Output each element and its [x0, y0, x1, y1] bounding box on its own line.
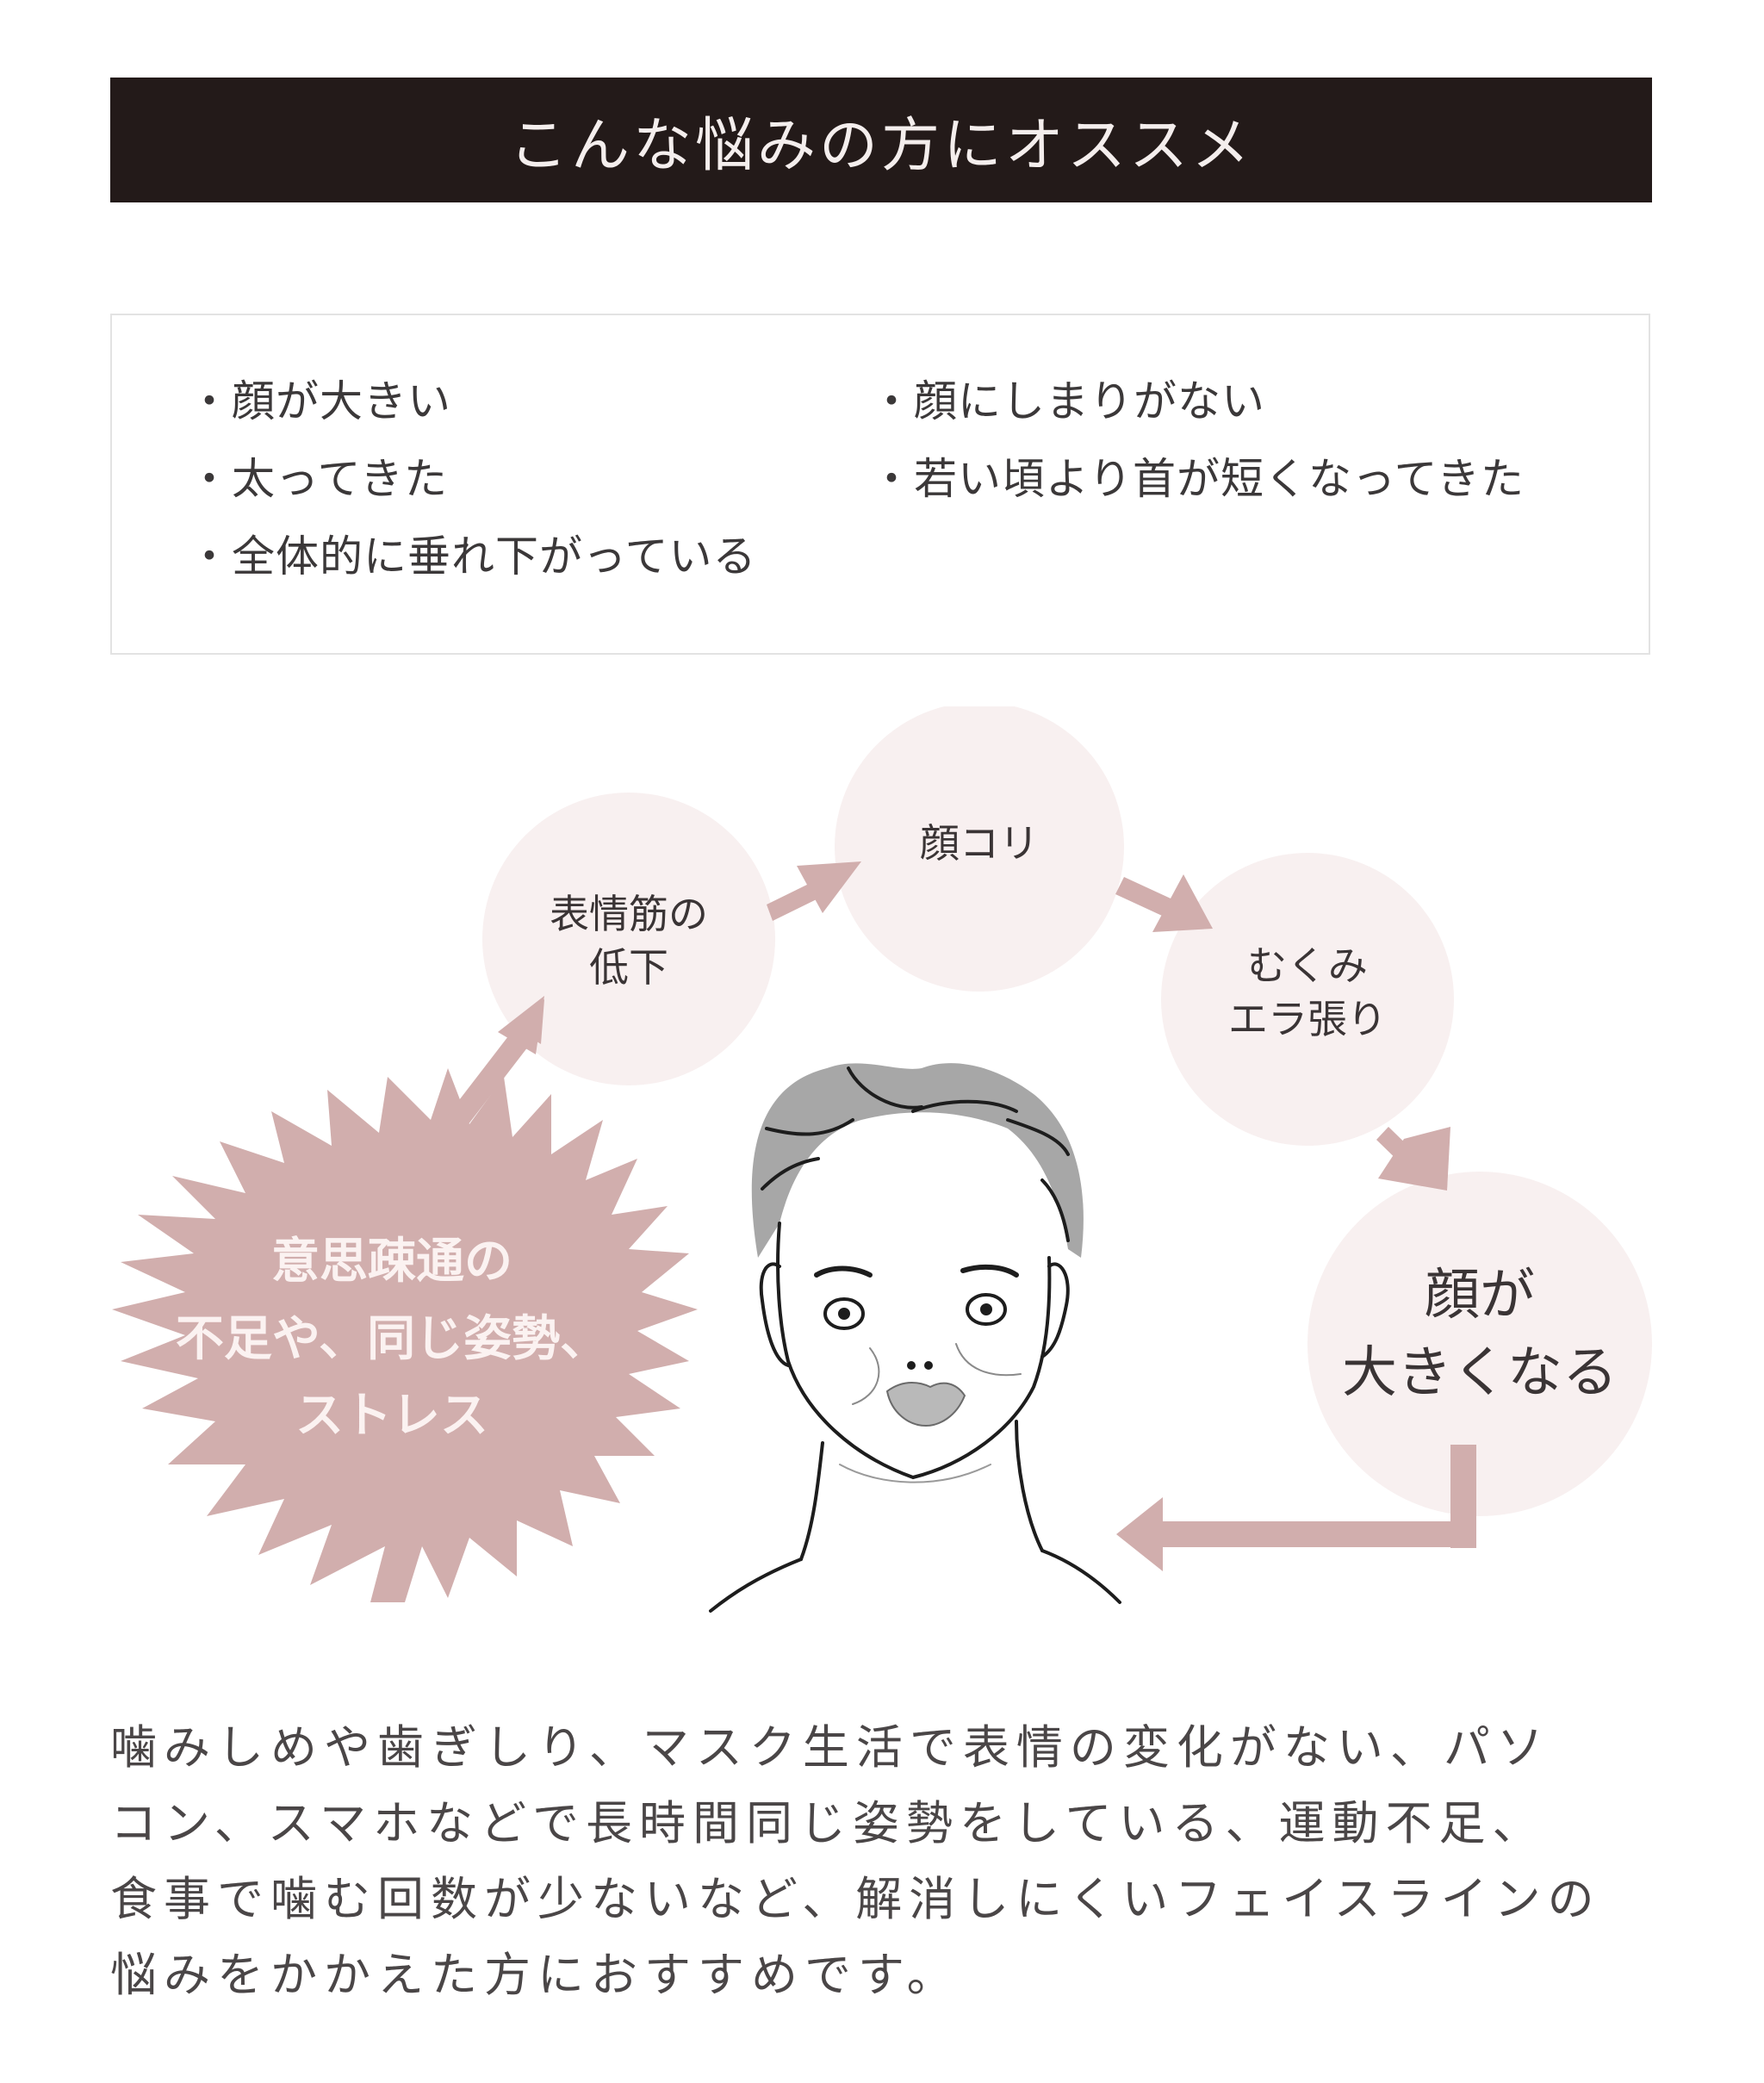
description-paragraph: 噛みしめや歯ぎしり、マスク生活で表情の変化がない、パソ コン、スマホなどで長時間…: [110, 1710, 1661, 2013]
step-label-bigger-face: 顔が 大きくなる: [1307, 1258, 1652, 1412]
bubble-step-2: [835, 706, 1124, 992]
page-title: こんな悩みの方にオススメ: [508, 112, 1253, 180]
header-banner: こんな悩みの方にオススメ: [110, 78, 1652, 202]
step-label-swelling: むくみ エラ張り: [1161, 939, 1454, 1046]
concern-item: ・顔にしまりがない: [870, 376, 1265, 426]
cause-line: 意思疎通の: [271, 1234, 512, 1290]
step-line: 顔コリ: [920, 820, 1039, 867]
arrow-icon: [1376, 1127, 1450, 1191]
description-line: 食事で噛む回数が少ないなど、解消しにくいフェイスラインの: [110, 1872, 1601, 1926]
starburst-shape: [112, 1068, 698, 1602]
description-line: コン、スマホなどで長時間同じ姿勢をしている、運動不足、: [110, 1796, 1546, 1850]
concern-item: ・全体的に垂れ下がっている: [188, 532, 757, 581]
cause-label: 意思疎通の 不足や、同じ姿勢、 ストレス: [151, 1223, 633, 1455]
bubble-step-3: [1161, 853, 1454, 1146]
step-label-face-stiffness: 顔コリ: [835, 817, 1123, 870]
concern-item: ・太ってきた: [188, 454, 448, 504]
step-line: 顔が: [1425, 1264, 1535, 1328]
cause-line: ストレス: [295, 1388, 488, 1445]
concerns-box: ・顔が大きい ・太ってきた ・全体的に垂れ下がっている ・顔にしまりがない ・若…: [110, 314, 1650, 655]
arrow-icon: [431, 996, 544, 1151]
cycle-diagram: 表情筋の 低下 顔コリ むくみ エラ張り 顔が 大きくなる 意思疎通の 不足や、…: [0, 706, 1764, 1637]
step-line: 大きくなる: [1342, 1340, 1618, 1405]
description-line: 悩みをかかえた方におすすめです。: [110, 1948, 960, 2002]
step-line: むくみ: [1247, 942, 1368, 989]
arrow-icon: [1116, 1445, 1476, 1571]
step-label-muscle-decline: 表情筋の 低下: [482, 887, 775, 994]
arrow-icon: [1115, 874, 1213, 932]
description-line: 噛みしめや歯ぎしり、マスク生活で表情の変化がない、パソ: [110, 1720, 1550, 1775]
step-line: 表情筋の: [550, 891, 708, 937]
bubble-step-1: [482, 793, 775, 1085]
arrow-icon: [767, 861, 861, 921]
bubble-step-4: [1307, 1172, 1652, 1516]
face-illustration: [709, 1063, 1121, 1613]
step-line: エラ張り: [1228, 996, 1387, 1043]
concern-item: ・顔が大きい: [188, 376, 451, 426]
step-line: 低下: [589, 944, 668, 992]
concern-item: ・若い頃より首が短くなってきた: [870, 454, 1525, 504]
cause-line: 不足や、同じ姿勢、: [175, 1310, 609, 1367]
